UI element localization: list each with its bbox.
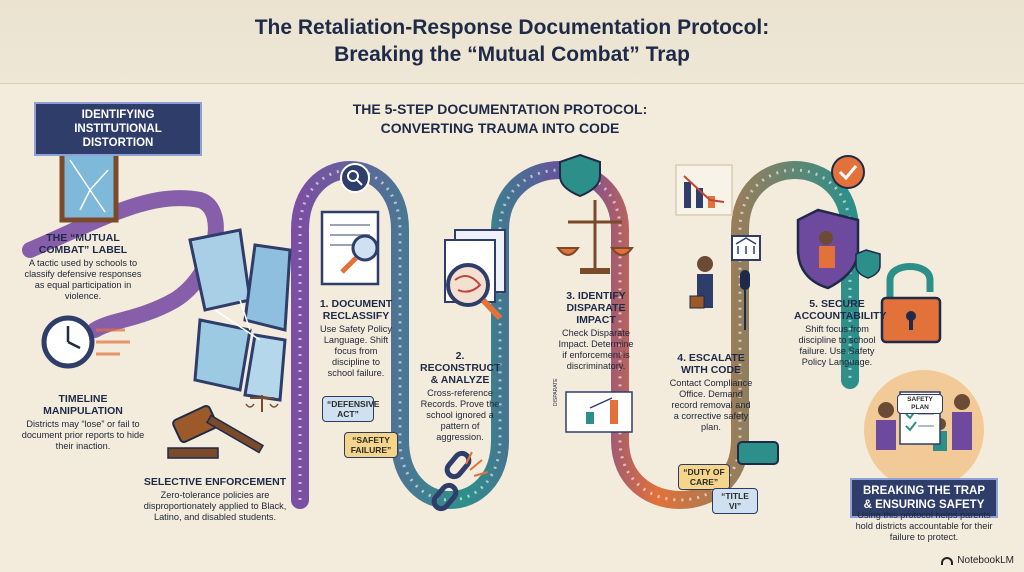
magnifier-icon	[340, 163, 370, 193]
title-line-2: Breaking the “Mutual Combat” Trap	[334, 43, 690, 66]
shield-icon	[559, 153, 601, 198]
step-4-block: 4. ESCALATE WITH CODE Contact Compliance…	[668, 352, 754, 433]
header-band	[0, 0, 1024, 84]
selective-enforcement-heading: SELECTIVE ENFORCEMENT	[143, 476, 287, 488]
gavel-icon	[167, 404, 265, 459]
breaking-trap-desc: Using this protocol helps parents hold d…	[855, 510, 993, 542]
declining-bar-chart-icon	[675, 164, 733, 216]
main-path-highlight	[298, 168, 852, 502]
step-3-block: 3. IDENTIFY DISPARATE IMPACT Check Dispa…	[556, 290, 636, 372]
timeline-heading: TIMELINE MANIPULATION	[43, 393, 123, 417]
safety-failure-tag: “SAFETY FAILURE”	[344, 432, 398, 458]
breaking-trap-label: BREAKING THE TRAP & ENSURING SAFETY	[850, 478, 998, 518]
shattered-glass-icon	[188, 228, 292, 402]
selective-enforcement-block: SELECTIVE ENFORCEMENT Zero-tolerance pol…	[140, 476, 290, 523]
safety-plan-tag: SAFETY PLAN	[897, 394, 943, 414]
family-shield-icon	[796, 208, 881, 290]
step-5-desc: Shift focus from discipline to school fa…	[798, 324, 876, 367]
step-2-heading: 2. RECONSTRUCT & ANALYZE	[420, 350, 501, 386]
step-3-heading: 3. IDENTIFY DISPARATE IMPACT	[566, 290, 626, 326]
duty-of-care-tag: “DUTY OF CARE”	[678, 464, 730, 490]
check-badge-icon	[831, 155, 865, 189]
page-title: The Retaliation-Response Documentation P…	[0, 14, 1024, 68]
step-1-heading: 1. DOCUMENT RECLASSIFY	[319, 298, 393, 322]
step-2-desc: Cross-reference Records. Prove the schoo…	[420, 388, 500, 442]
step-5-heading: 5. SECURE ACCOUNTABILITY	[794, 298, 887, 322]
mutual-combat-desc: A tactic used by schools to classify def…	[24, 258, 142, 301]
step-1-desc: Use Safety Policy Language. Shift focus …	[320, 324, 392, 378]
cracked-mirror-icon	[59, 147, 119, 223]
timeline-desc: Districts may “lose” or fail to document…	[21, 419, 145, 451]
left-panel-label: IDENTIFYING INSTITUTIONAL DISTORTION	[34, 102, 202, 156]
title-vi-tag: “TITLE VI”	[712, 488, 758, 514]
title-line-1: The Retaliation-Response Documentation P…	[254, 16, 770, 39]
chart-side-label: DISPARATE	[553, 378, 559, 406]
timeline-block: TIMELINE MANIPULATION Districts may “los…	[18, 393, 148, 452]
step-4-desc: Contact Compliance Office. Demand record…	[669, 378, 753, 432]
small-scales-icon	[245, 395, 279, 412]
family-safety-plan-illustration	[864, 370, 984, 490]
step-5-block: 5. SECURE ACCOUNTABILITY Shift focus fro…	[794, 298, 887, 368]
records-magnifier-icon	[444, 229, 506, 321]
clock-icon	[41, 315, 130, 369]
speaker-microphone-icon	[689, 235, 761, 330]
notebook-icon	[941, 556, 954, 565]
protocol-heading: THE 5-STEP DOCUMENTATION PROTOCOL: CONVE…	[352, 101, 648, 136]
brand-name: NotebookLM	[957, 555, 1014, 566]
step-1-block: 1. DOCUMENT RECLASSIFY Use Safety Policy…	[318, 298, 394, 379]
step-3-desc: Check Disparate Impact. Determine if enf…	[558, 328, 634, 371]
brand-logo: NotebookLM	[941, 555, 1014, 566]
defensive-act-tag: “DEFENSIVE ACT”	[322, 396, 379, 422]
speech-bubble-icon	[737, 441, 779, 465]
step-4-heading: 4. ESCALATE WITH CODE	[677, 352, 745, 376]
mutual-combat-heading: THE “MUTUAL COMBAT” LABEL	[38, 232, 128, 256]
mutual-combat-block: THE “MUTUAL COMBAT” LABEL A tactic used …	[22, 232, 144, 302]
scales-of-justice-icon	[556, 200, 634, 274]
step-2-block: 2. RECONSTRUCT & ANALYZE Cross-reference…	[420, 350, 501, 443]
document-magnifier-icon	[320, 210, 380, 286]
disparate-chart-icon	[565, 391, 633, 433]
selective-enforcement-desc: Zero-tolerance policies are disproportio…	[143, 490, 287, 522]
padlock-icon	[880, 263, 942, 344]
broken-chain-icon	[431, 450, 489, 512]
